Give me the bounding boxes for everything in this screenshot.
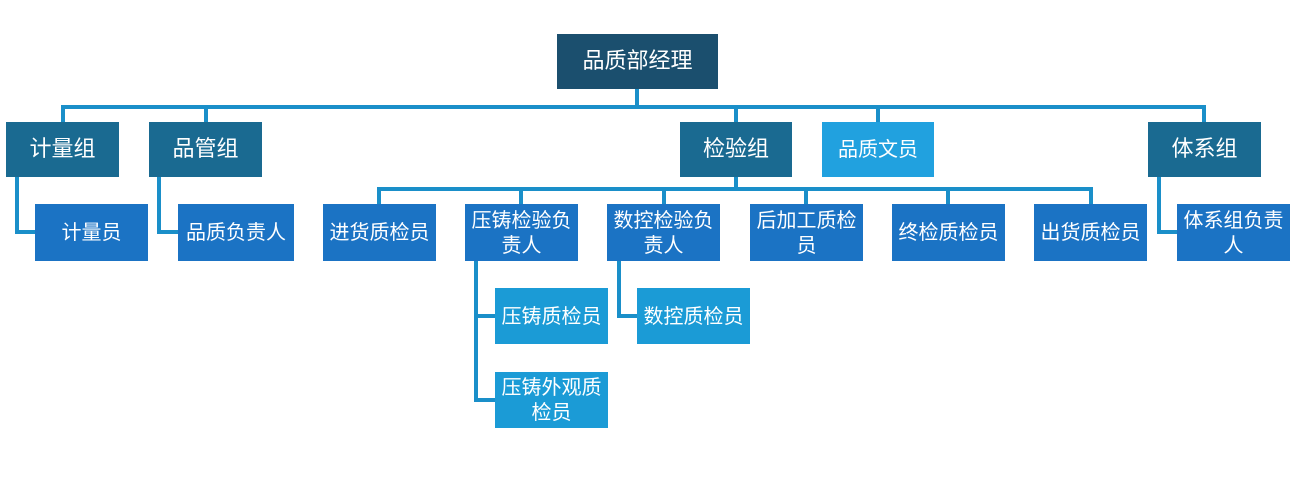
cnc-lead-node: 数控检验负责人 xyxy=(607,204,720,261)
diecast-lead-node: 压铸检验负责人 xyxy=(465,204,578,261)
final-inspector-node: 终检质检员 xyxy=(892,204,1005,261)
quality-clerk-node: 品质文员 xyxy=(822,122,934,177)
incoming-inspector-node: 进货质检员 xyxy=(323,204,436,261)
root-node: 品质部经理 xyxy=(557,34,718,89)
quality-lead-node: 品质负责人 xyxy=(178,204,294,261)
postprocess-inspector-node: 后加工质检员 xyxy=(750,204,863,261)
system-group-node: 体系组 xyxy=(1148,122,1261,177)
cnc-inspector-node: 数控质检员 xyxy=(637,288,750,344)
outgoing-inspector-node: 出货质检员 xyxy=(1034,204,1147,261)
metrology-staff-node: 计量员 xyxy=(35,204,148,261)
inspection-group-node: 检验组 xyxy=(680,122,792,177)
metrology-group-node: 计量组 xyxy=(6,122,119,177)
diecast-inspector-node: 压铸质检员 xyxy=(495,288,608,344)
system-lead-node: 体系组负责人 xyxy=(1177,204,1290,261)
diecast-visual-inspector-node: 压铸外观质检员 xyxy=(495,372,608,428)
qm-group-node: 品管组 xyxy=(149,122,262,177)
